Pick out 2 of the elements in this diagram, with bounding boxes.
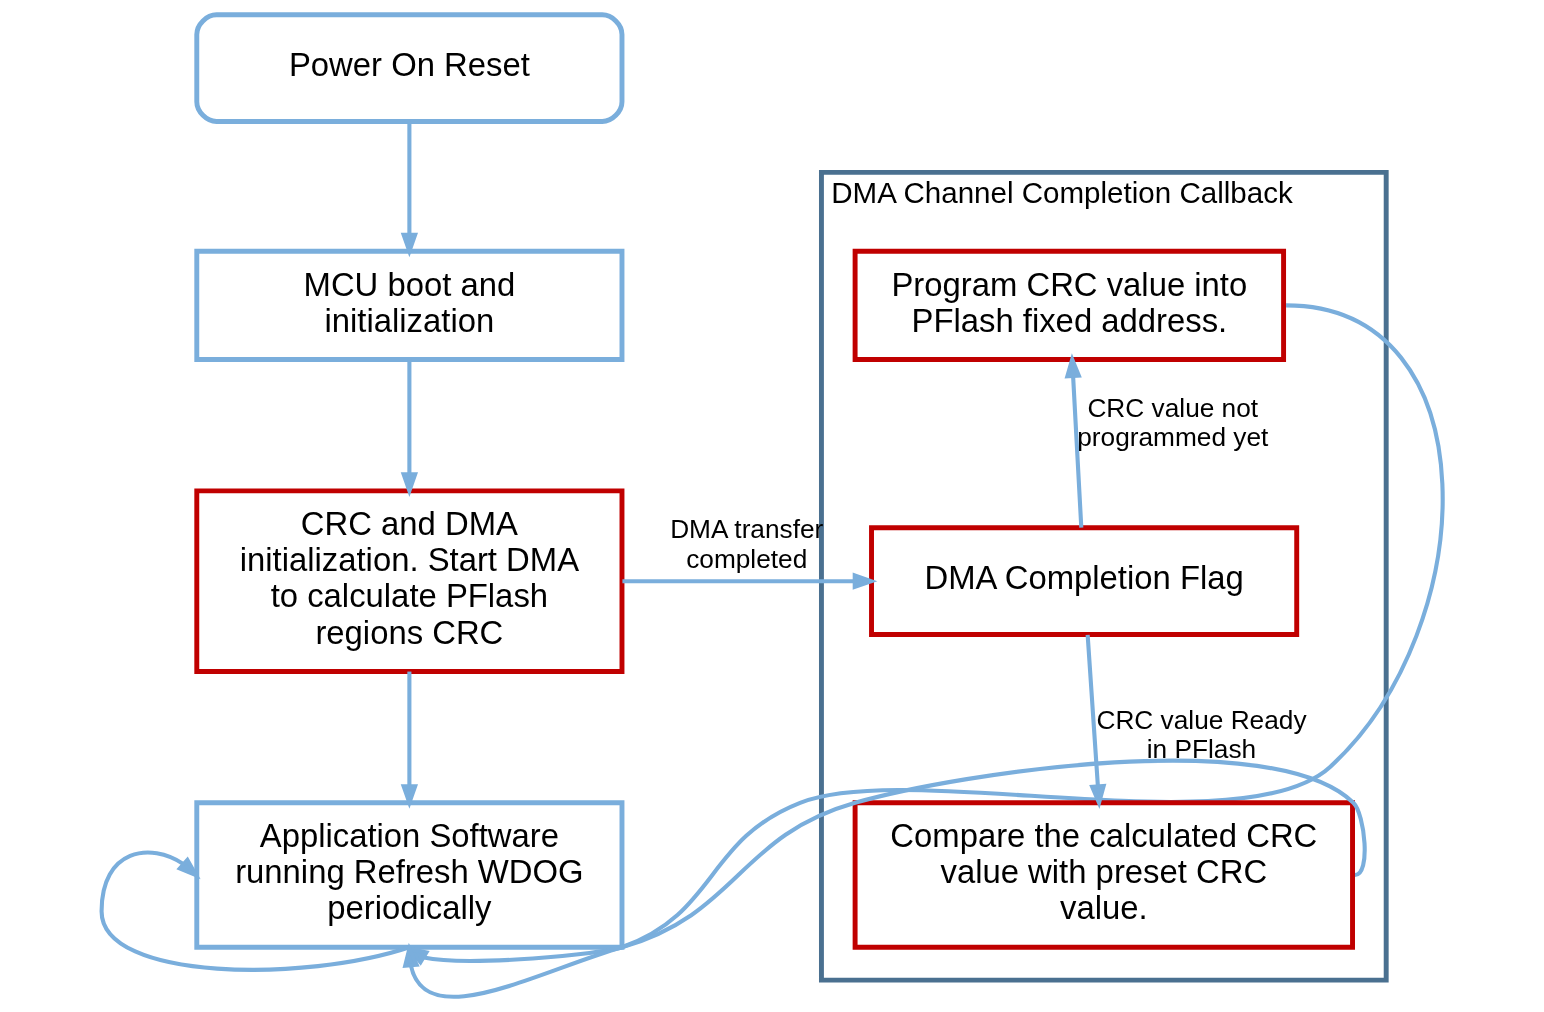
edge-label: CRC value Ready in PFlash [1095, 704, 1307, 765]
edge-label: CRC value not programmed yet [1076, 392, 1268, 453]
